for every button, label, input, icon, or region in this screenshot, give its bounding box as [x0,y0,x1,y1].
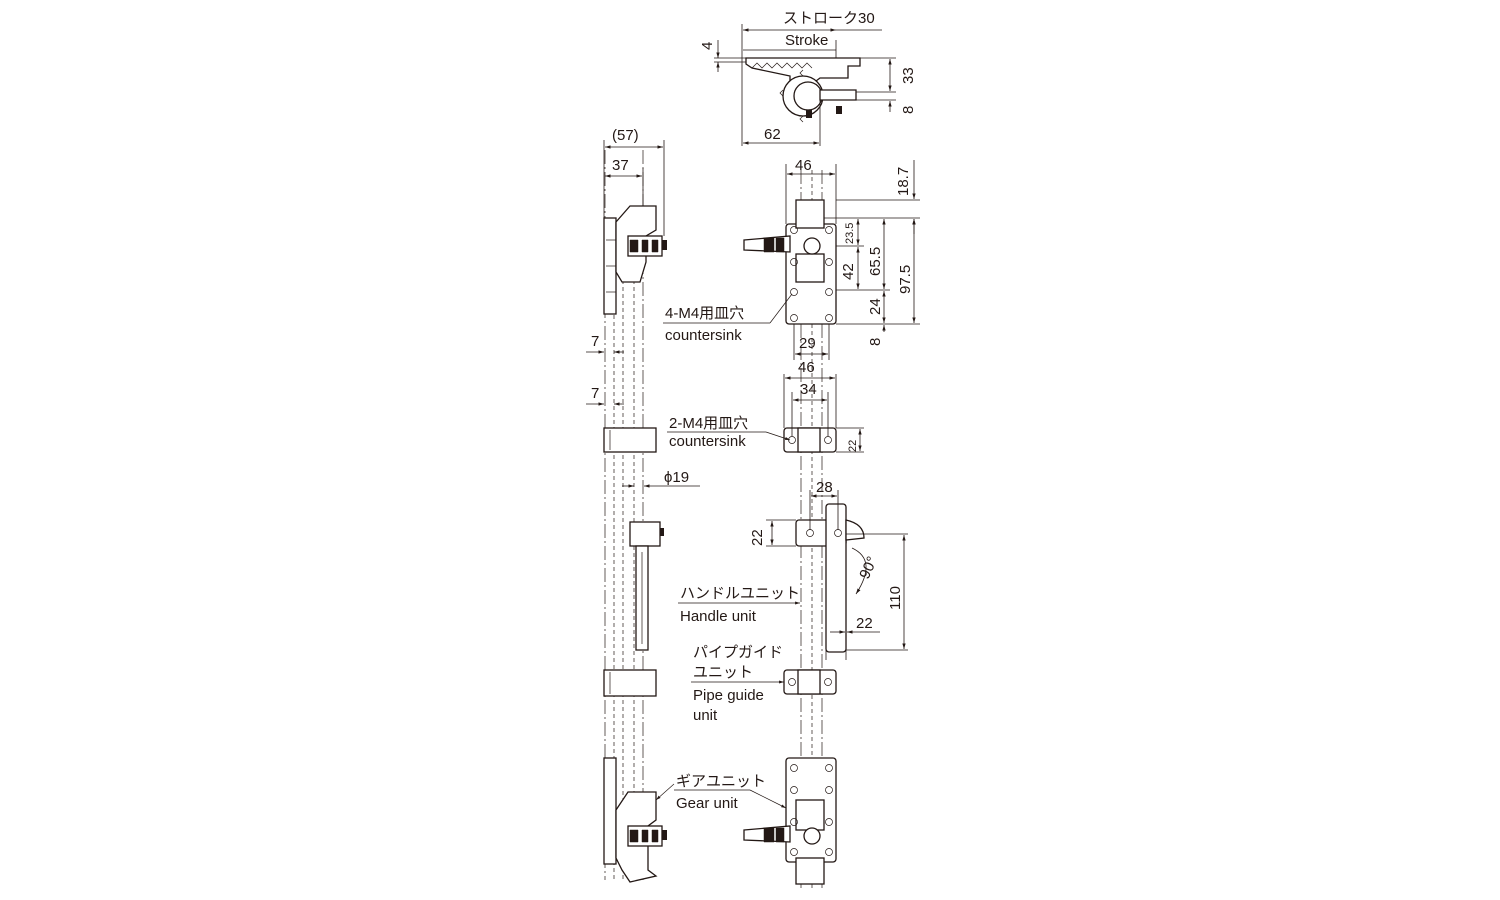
dim-33: 33 [900,67,917,84]
callouts: 4-M4用皿穴 countersink 2-M4用皿穴 countersink … [655,293,800,812]
dim-34: 34 [800,381,817,398]
dim-57: (57) [612,127,639,144]
dim-8-front: 8 [867,338,884,346]
dim-7-upper: 7 [591,333,599,350]
pipe-guide-en-label-1: Pipe guide [693,687,764,704]
dim-110: 110 [887,586,904,610]
dim-18-7: 18.7 [895,167,912,196]
dim-97-5: 97.5 [897,265,914,294]
dim-42: 42 [840,263,857,280]
dim-24: 24 [867,298,884,315]
pipe-guide-jp-label-1: パイプガイド [693,644,783,661]
dim-23-5: 23.5 [844,223,856,244]
pipe-guide-en-label-2: unit [693,707,718,724]
dim-8-top: 8 [900,106,917,114]
dim-7-lower: 7 [591,385,599,402]
handle-jp-label: ハンドルユニット [680,585,800,602]
m4-4-jp-label: 4-M4用皿穴 [665,305,744,322]
dim-29: 29 [799,335,816,352]
dim-22-guide: 22 [847,440,859,452]
stroke-jp-label: ストローク30 [783,10,875,27]
dim-65-5: 65.5 [867,247,884,276]
front-view: 46 18.7 23.5 42 65.5 97.5 24 8 29 46 34 … [743,157,920,888]
dim-28: 28 [816,479,833,496]
pipe-guide-jp-label-2: ユニット [693,664,753,681]
top-view: ストローク30 Stroke 4 33 8 62 [699,10,917,146]
dim-phi19: ϕ19 [664,469,689,486]
m4-2-jp-label: 2-M4用皿穴 [669,415,748,432]
dim-37: 37 [612,157,629,174]
stroke-en-label: Stroke [785,32,828,49]
dim-22-lever: 22 [856,615,873,632]
m4-2-en-label: countersink [669,433,746,450]
m4-4-en-label: countersink [665,327,742,344]
dim-22-handle: 22 [749,529,766,546]
dim-62: 62 [764,126,781,143]
dim-4: 4 [699,42,716,50]
dim-90-deg: 90° [856,554,881,582]
side-view: (57) 37 7 7 ϕ19 [586,127,700,883]
gear-jp-label: ギアユニット [676,773,766,790]
handle-en-label: Handle unit [680,608,757,625]
dim-46-mid: 46 [798,359,815,376]
gear-en-label: Gear unit [676,795,739,812]
dim-46-top: 46 [795,157,812,174]
